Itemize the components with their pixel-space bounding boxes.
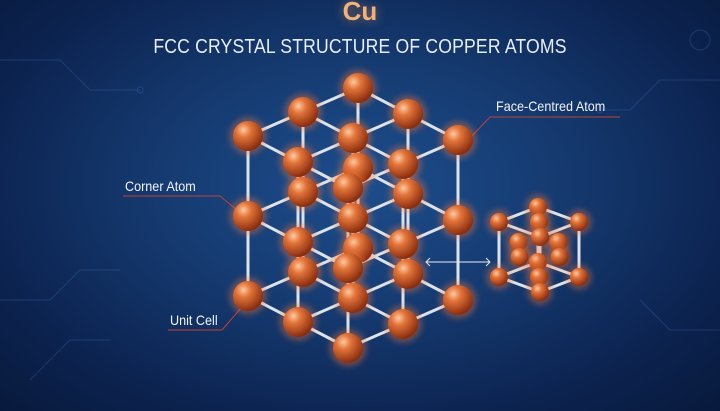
copper-atom <box>333 253 363 283</box>
copper-atom <box>393 99 423 129</box>
copper-atom <box>283 227 313 257</box>
face-centred-atom-label: Face-Centred Atom <box>496 98 606 114</box>
copper-atom <box>233 281 263 311</box>
copper-atom <box>333 173 363 203</box>
copper-atom <box>288 257 318 287</box>
copper-atom <box>443 285 473 315</box>
copper-atom <box>490 268 508 286</box>
copper-atom <box>338 203 368 233</box>
copper-atom <box>388 229 418 259</box>
copper-atom <box>570 213 588 231</box>
copper-atom <box>550 248 569 266</box>
copper-atom <box>343 73 373 103</box>
corner-leader <box>123 195 245 217</box>
copper-atom <box>338 283 368 313</box>
copper-atom <box>531 228 549 246</box>
page-title: FCC CRYSTAL STRUCTURE OF COPPER ATOMS <box>153 36 567 58</box>
copper-atom <box>531 283 549 301</box>
copper-atom <box>443 205 473 235</box>
copper-atom <box>233 201 263 231</box>
copper-atom <box>288 177 318 207</box>
copper-atom <box>338 123 368 153</box>
copper-atom <box>510 248 529 266</box>
copper-atom <box>283 307 313 337</box>
copper-logo: Cu <box>342 0 378 26</box>
corner-atom-label: Corner Atom <box>125 178 196 194</box>
copper-atom <box>570 268 588 286</box>
copper-atom <box>333 333 363 363</box>
copper-atom <box>388 149 418 179</box>
copper-atom <box>393 259 423 289</box>
face-centred-leader <box>467 116 620 141</box>
copper-atom <box>233 121 263 151</box>
copper-atom <box>443 125 473 155</box>
copper-atom <box>288 97 318 127</box>
copper-atom <box>490 213 508 231</box>
copper-atom <box>283 147 313 177</box>
copper-atom <box>388 309 418 339</box>
copper-atom <box>393 179 423 209</box>
unit-cell-label: Unit Cell <box>170 312 218 328</box>
